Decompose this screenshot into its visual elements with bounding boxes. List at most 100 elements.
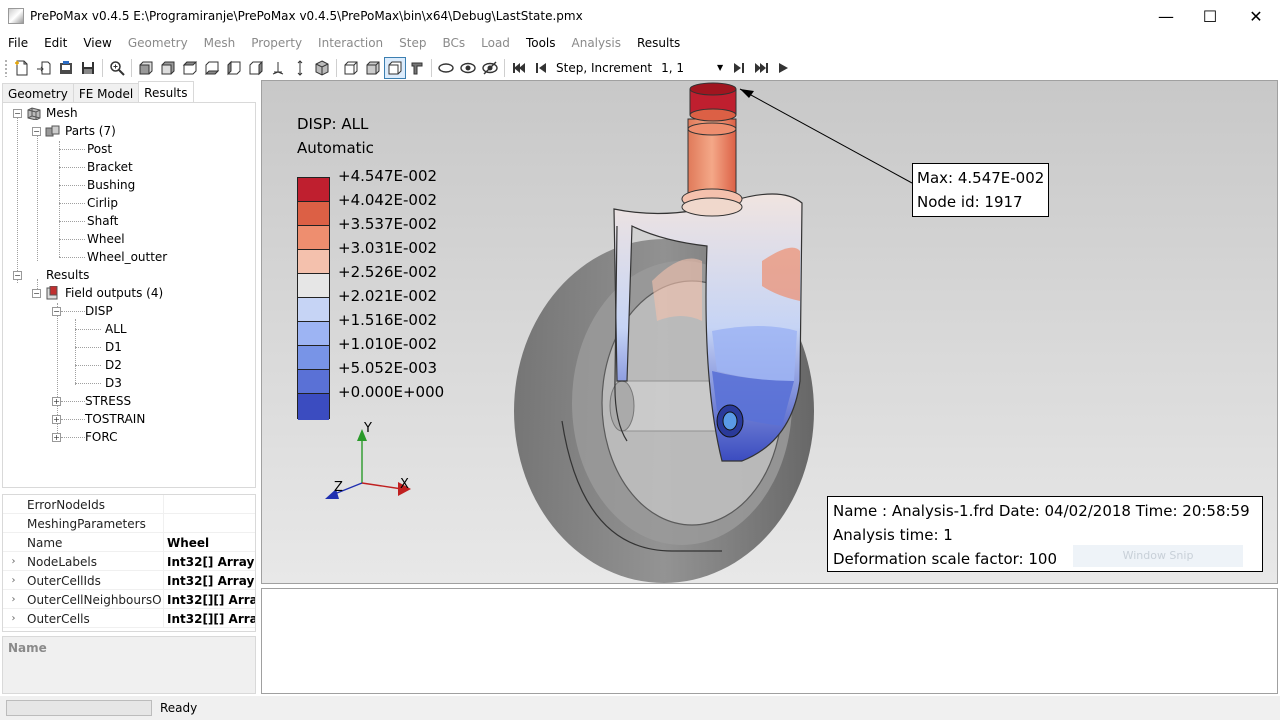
property-name: Name (27, 535, 63, 550)
property-row[interactable]: Name Wheel (3, 533, 255, 552)
tree-node-tostrain[interactable]: + TOSTRAIN (52, 410, 145, 428)
property-row[interactable]: MeshingParameters (3, 514, 255, 533)
menu-bcs[interactable]: BCs (442, 36, 466, 50)
save-file-icon[interactable] (77, 57, 99, 79)
property-value[interactable] (163, 514, 255, 533)
right-view-icon[interactable] (245, 57, 267, 79)
tab-geometry[interactable]: Geometry (2, 83, 74, 103)
app-icon (8, 8, 24, 24)
back-view-icon[interactable] (157, 57, 179, 79)
hide-eye-icon[interactable] (479, 57, 501, 79)
tree-collapse-icon[interactable]: − (13, 108, 22, 118)
left-view-icon[interactable] (223, 57, 245, 79)
menu-results[interactable]: Results (636, 36, 681, 50)
tree-collapse-icon[interactable]: − (32, 126, 41, 136)
toolbar-grip[interactable] (4, 58, 8, 77)
menu-interaction[interactable]: Interaction (318, 36, 384, 50)
property-value[interactable]: Int32[] Array (163, 552, 255, 571)
play-animation-icon[interactable] (772, 57, 794, 79)
property-row[interactable]: › OuterCells Int32[][] Array (3, 609, 255, 628)
tree-node-forc[interactable]: + FORC (52, 428, 117, 446)
menu-load[interactable]: Load (481, 36, 510, 50)
tree-expand-icon[interactable]: + (52, 432, 61, 442)
show-eye-icon[interactable] (457, 57, 479, 79)
zoom-to-fit-icon[interactable] (106, 57, 128, 79)
last-increment-icon[interactable] (750, 57, 772, 79)
tree-node-field-outputs[interactable]: − Field outputs (4) (32, 284, 163, 302)
bottom-view-icon[interactable] (201, 57, 223, 79)
front-view-icon[interactable] (135, 57, 157, 79)
menu-view[interactable]: View (83, 36, 112, 50)
property-value[interactable]: Int32[][] Array (163, 609, 255, 628)
window-snip-watermark: Window Snip (1073, 545, 1243, 567)
menu-property[interactable]: Property (251, 36, 303, 50)
tree-collapse-icon[interactable]: − (32, 288, 41, 298)
maximize-button[interactable]: ☐ (1202, 6, 1218, 26)
import-file-icon[interactable] (33, 57, 55, 79)
property-value[interactable]: Int32[] Array (163, 571, 255, 590)
tree-collapse-icon[interactable]: − (13, 270, 22, 280)
tree-node-mesh[interactable]: − Mesh (13, 104, 78, 122)
shaded-edges-icon[interactable] (362, 57, 384, 79)
tree-node-part[interactable]: Bracket (87, 160, 133, 174)
isometric-view-icon[interactable] (311, 57, 333, 79)
menu-analysis[interactable]: Analysis (571, 36, 621, 50)
tree-node-stress[interactable]: + STRESS (52, 392, 131, 410)
previous-increment-icon[interactable] (530, 57, 552, 79)
property-expander[interactable]: › (11, 575, 16, 586)
property-value[interactable] (163, 495, 255, 514)
menu-file[interactable]: File (8, 36, 29, 50)
normal-view-icon[interactable] (267, 57, 289, 79)
tree-node-part[interactable]: Bushing (87, 178, 136, 192)
tab-fe-model[interactable]: FE Model (72, 83, 140, 103)
property-row[interactable]: › NodeLabels Int32[] Array (3, 552, 255, 571)
tree-node-results[interactable]: − Results (13, 266, 89, 284)
minimize-button[interactable]: — (1158, 6, 1174, 26)
section-view-icon[interactable] (406, 57, 428, 79)
tree-node-disp[interactable]: − DISP (52, 302, 113, 320)
tree-node-part[interactable]: Wheel_outter (87, 250, 168, 264)
open-file-icon[interactable] (55, 57, 77, 79)
first-increment-icon[interactable] (508, 57, 530, 79)
property-value[interactable]: Wheel (163, 533, 255, 552)
step-increment-select[interactable]: 1, 1 ▼ (656, 57, 729, 78)
tree-expand-icon[interactable]: + (52, 414, 61, 424)
tree-node-part[interactable]: Wheel (87, 232, 125, 246)
property-row[interactable]: › OuterCellNeighboursOve Int32[][] Array (3, 590, 255, 609)
top-view-icon[interactable] (179, 57, 201, 79)
tree-node-disp-component[interactable]: D3 (105, 376, 122, 390)
next-increment-icon[interactable] (728, 57, 750, 79)
property-expander[interactable]: › (11, 556, 16, 567)
tree-node-part[interactable]: Shaft (87, 214, 119, 228)
tab-results[interactable]: Results (138, 81, 194, 103)
shaded-icon[interactable] (384, 56, 406, 79)
fe-model-render[interactable] (262, 81, 1278, 584)
tree-node-disp-component[interactable]: ALL (105, 322, 127, 336)
vertical-view-icon[interactable] (289, 57, 311, 79)
wireframe-icon[interactable] (340, 57, 362, 79)
tree-collapse-icon[interactable]: − (52, 306, 61, 316)
close-button[interactable]: ✕ (1249, 6, 1263, 26)
menu-step[interactable]: Step (399, 36, 427, 50)
property-row[interactable]: ErrorNodeIds (3, 495, 255, 514)
property-expander[interactable]: › (11, 594, 16, 605)
tree-node-disp-component[interactable]: D2 (105, 358, 122, 372)
property-value[interactable]: Int32[][] Array (163, 590, 255, 609)
tree-node-disp-component[interactable]: D1 (105, 340, 122, 354)
tree-node-part[interactable]: Post (87, 142, 113, 156)
new-file-icon[interactable] (11, 57, 33, 79)
tree-line (59, 203, 85, 204)
menu-edit[interactable]: Edit (44, 36, 68, 50)
property-row[interactable]: › OuterCellIds Int32[] Array (3, 571, 255, 590)
3d-viewport[interactable]: DISP: ALL Automatic +4.547E-002+4.042E-0… (261, 80, 1278, 584)
property-expander (3, 495, 24, 514)
tree-node-parts[interactable]: − Parts (7) (32, 122, 116, 140)
property-expander[interactable]: › (11, 613, 16, 624)
tree-node-part[interactable]: Cirlip (87, 196, 118, 210)
menu-tools[interactable]: Tools (525, 36, 556, 50)
tree-expand-icon[interactable]: + (52, 396, 61, 406)
menu-mesh[interactable]: Mesh (203, 36, 236, 50)
hide-icon[interactable] (435, 57, 457, 79)
menu-geometry[interactable]: Geometry (127, 36, 188, 50)
output-panel[interactable] (261, 588, 1278, 694)
